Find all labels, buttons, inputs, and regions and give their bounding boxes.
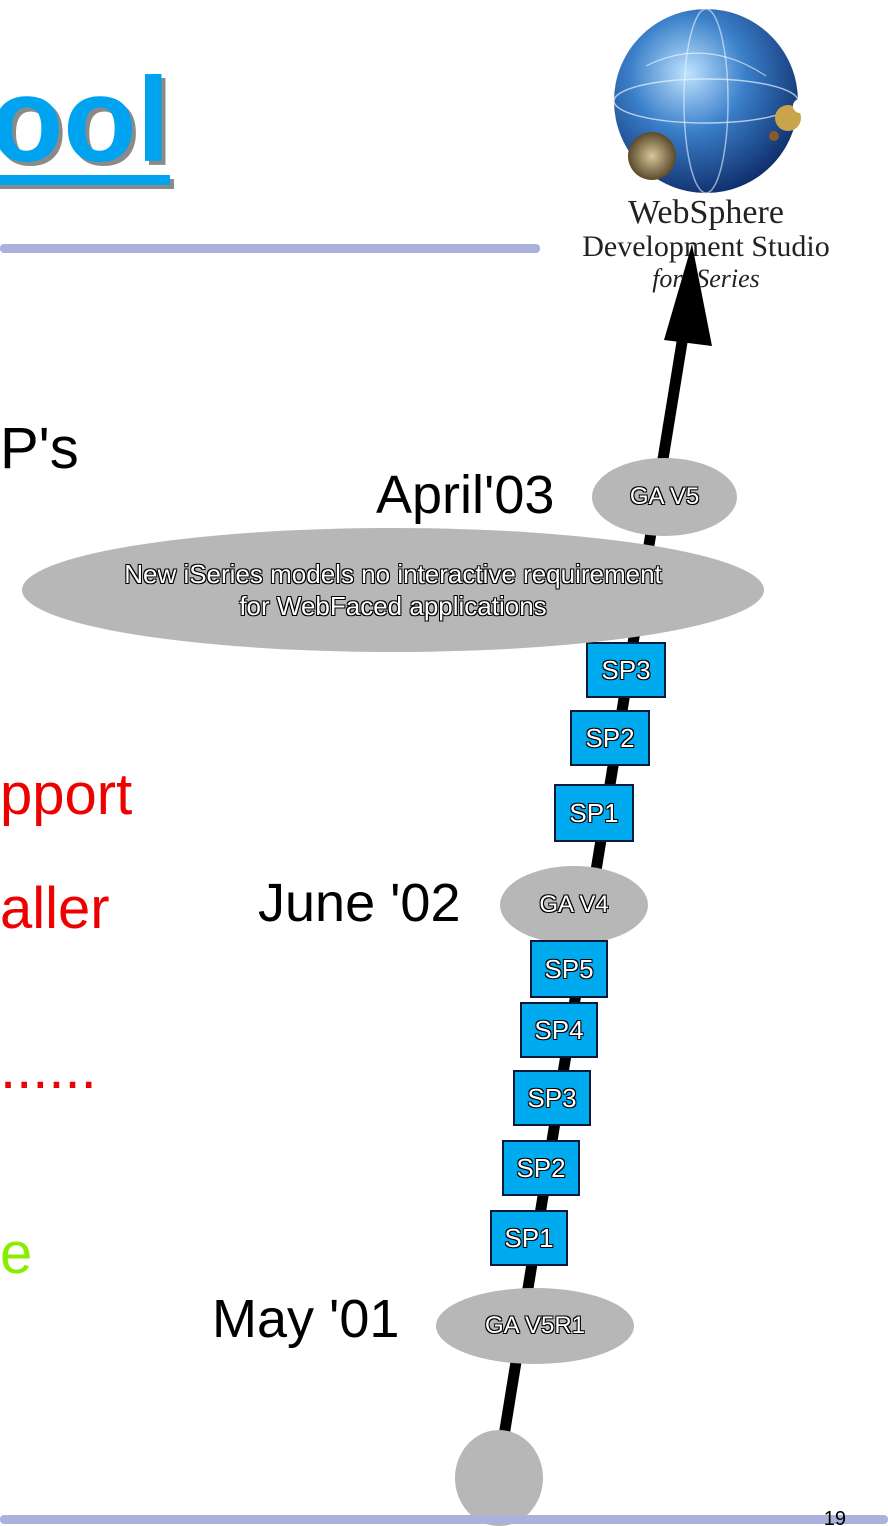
milestone-ga-v4: GA V4 [500,866,648,944]
service-pack-v5-sp3: SP3 [586,642,666,698]
title-divider [0,244,540,253]
slide-title: ool [0,53,170,187]
logo-line-for-iseries: for iSeries [652,264,760,293]
milestone-ga-v5: GA V5 [592,458,737,536]
interactive-requirement-note: New iSeries models no interactive requir… [22,528,764,652]
date-april-03: April'03 [376,465,555,525]
service-pack-v5-sp1: SP1 [554,784,634,842]
milestone-ga-v4-label: GA V4 [539,891,609,918]
bullet-3: aller [0,876,110,941]
service-pack-v4-sp1: SP1 [490,1210,568,1266]
bullet-4: ...... [0,1036,97,1101]
date-june-02: June '02 [258,873,461,933]
footer-divider [0,1515,888,1524]
bullet-2: pport [0,762,133,827]
note-line-1: New iSeries models no interactive requir… [124,558,662,589]
service-pack-v4-sp3: SP3 [513,1070,591,1126]
bullet-5: e [0,1221,33,1286]
page-number: 19 [823,1508,846,1526]
logo-line-websphere: WebSphere [628,194,784,231]
service-pack-v4-sp4: SP4 [520,1002,598,1058]
milestone-ga-v5-label: GA V5 [629,483,700,510]
date-may-01: May '01 [212,1289,400,1349]
milestone-ga-v5r1-label: GA V5R1 [484,1312,586,1339]
service-pack-v4-sp5: SP5 [530,940,608,998]
logo-line-development-studio: Development Studio [582,230,830,263]
bullet-1: P's [0,416,79,481]
timeline-start-node [455,1430,543,1526]
service-pack-v5-sp2: SP2 [570,710,650,766]
websphere-globe-logo [613,8,807,194]
milestone-ga-v5r1: GA V5R1 [436,1288,634,1364]
service-pack-v4-sp2: SP2 [502,1140,580,1196]
note-line-2: for WebFaced applications [239,591,547,621]
